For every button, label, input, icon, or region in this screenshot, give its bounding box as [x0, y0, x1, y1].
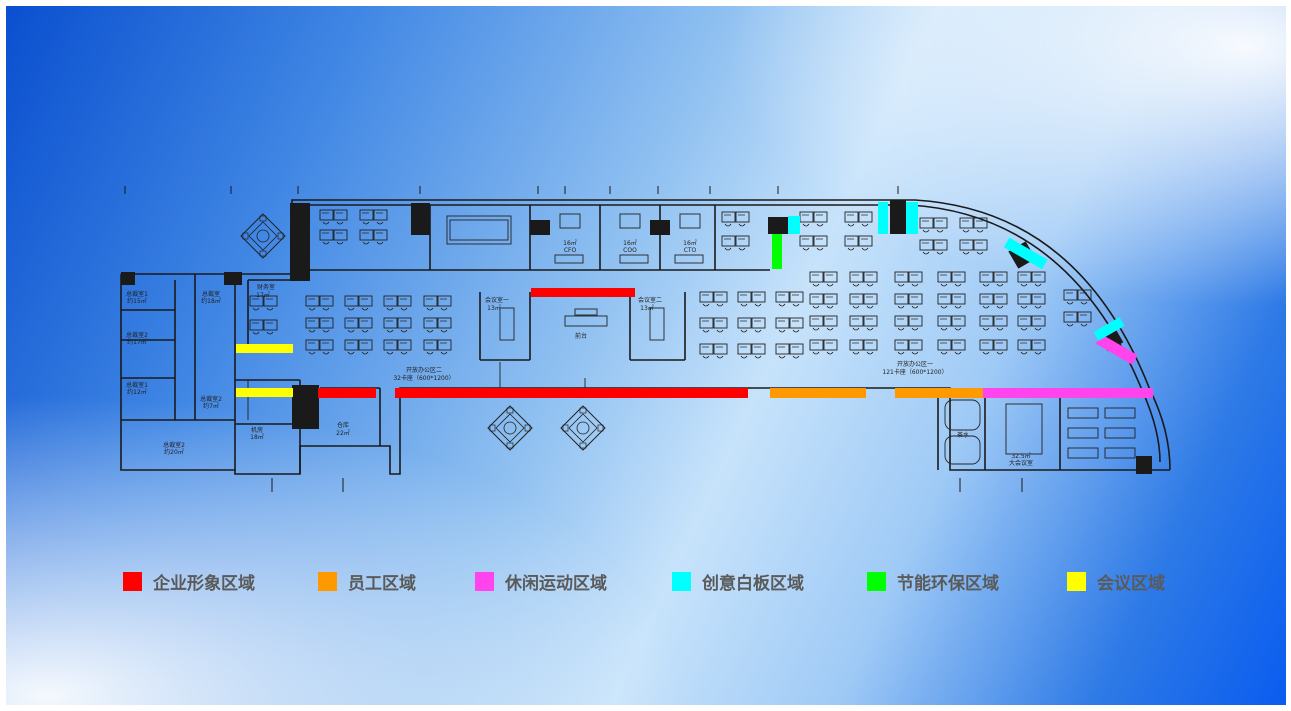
- svg-text:会议室一: 会议室一: [485, 296, 509, 304]
- legend-label: 企业形象区域: [153, 573, 255, 594]
- svg-text:16㎡: 16㎡: [683, 239, 697, 247]
- svg-text:总裁室: 总裁室: [202, 290, 220, 298]
- svg-text:16㎡: 16㎡: [623, 239, 637, 247]
- zone-corporate-image-top: [531, 288, 635, 297]
- legend-swatch: [1067, 571, 1086, 591]
- zone-meeting-a: [236, 344, 293, 353]
- legend: 企业形象区域 员工区域 休闲运动区域 创意白板区域 节能环保区域 会议区域: [0, 568, 1291, 594]
- svg-text:机房: 机房: [251, 426, 263, 434]
- zone-staff-b: [895, 388, 983, 398]
- legend-label: 节能环保区域: [897, 573, 999, 594]
- legend-label: 会议区域: [1097, 573, 1165, 594]
- svg-text:22㎡: 22㎡: [336, 429, 350, 437]
- svg-text:开放办公区一: 开放办公区一: [897, 360, 933, 368]
- svg-text:CTO: CTO: [684, 247, 697, 254]
- zone-corporate-image-left: [318, 388, 376, 398]
- legend-swatch: [123, 571, 142, 591]
- zone-leisure-corner: [1095, 334, 1138, 365]
- zone-highlights: [236, 202, 1153, 398]
- room-labels: 总裁室1 约15㎡ 总裁室2 约17㎡ 总裁室1 约12㎡ 总裁室2 约20㎡ …: [126, 239, 1033, 467]
- svg-text:32卡座（600*1200）: 32卡座（600*1200）: [393, 374, 454, 382]
- svg-text:茶水: 茶水: [957, 431, 969, 439]
- svg-text:总裁室2: 总裁室2: [163, 441, 185, 449]
- svg-text:约20㎡: 约20㎡: [164, 448, 184, 456]
- svg-text:约12㎡: 约12㎡: [127, 388, 147, 396]
- zone-creative-e: [1093, 317, 1125, 341]
- zone-meeting-b: [236, 388, 293, 397]
- svg-text:前台: 前台: [575, 332, 587, 340]
- legend-swatch: [318, 571, 337, 591]
- svg-text:COO: COO: [623, 247, 637, 254]
- svg-text:约18㎡: 约18㎡: [201, 297, 221, 305]
- legend-label: 休闲运动区域: [505, 573, 607, 594]
- svg-text:总裁室2: 总裁室2: [126, 331, 148, 339]
- svg-text:约15㎡: 约15㎡: [127, 297, 147, 305]
- svg-text:约17㎡: 约17㎡: [127, 338, 147, 346]
- svg-text:开放办公区二: 开放办公区二: [406, 366, 442, 374]
- svg-text:仓库: 仓库: [337, 421, 349, 429]
- zone-creative-d: [1003, 237, 1048, 270]
- legend-swatch: [475, 571, 494, 591]
- zone-eco: [772, 234, 782, 269]
- walls: [120, 199, 1171, 475]
- zone-corporate-image-main: [395, 388, 748, 398]
- svg-text:121卡座（600*1200）: 121卡座（600*1200）: [882, 368, 947, 376]
- legend-item-creative: 创意白板区域: [672, 568, 804, 594]
- dimension-ticks: [124, 186, 1023, 492]
- zone-leisure-bar: [983, 388, 1153, 398]
- svg-text:约7㎡: 约7㎡: [203, 402, 219, 410]
- svg-text:18㎡: 18㎡: [250, 433, 264, 441]
- svg-text:总裁室1: 总裁室1: [126, 381, 148, 389]
- legend-item-staff: 员工区域: [318, 568, 416, 594]
- svg-text:13㎡: 13㎡: [640, 304, 654, 312]
- legend-swatch: [672, 571, 691, 591]
- zone-creative-a: [878, 202, 888, 234]
- svg-text:16㎡: 16㎡: [563, 239, 577, 247]
- legend-label: 员工区域: [348, 573, 416, 594]
- legend-item-leisure: 休闲运动区域: [475, 568, 607, 594]
- svg-text:总裁室2: 总裁室2: [200, 395, 222, 403]
- legend-item-meeting: 会议区域: [1067, 568, 1165, 594]
- svg-text:大会议室: 大会议室: [1009, 459, 1033, 467]
- svg-text:总裁室1: 总裁室1: [126, 290, 148, 298]
- svg-text:会议室二: 会议室二: [638, 296, 662, 304]
- zone-creative-b: [906, 202, 918, 234]
- svg-text:财务室: 财务室: [257, 283, 275, 291]
- legend-swatch: [867, 571, 886, 591]
- legend-label: 创意白板区域: [702, 573, 804, 594]
- svg-text:13㎡: 13㎡: [487, 304, 501, 312]
- svg-text:17㎡: 17㎡: [256, 291, 270, 299]
- legend-item-eco: 节能环保区域: [867, 568, 999, 594]
- zone-creative-c: [788, 216, 800, 234]
- legend-item-corporate-image: 企业形象区域: [123, 568, 255, 594]
- zone-staff-a: [770, 388, 866, 398]
- svg-text:32.5㎡: 32.5㎡: [1011, 452, 1030, 460]
- svg-text:CFO: CFO: [564, 247, 577, 254]
